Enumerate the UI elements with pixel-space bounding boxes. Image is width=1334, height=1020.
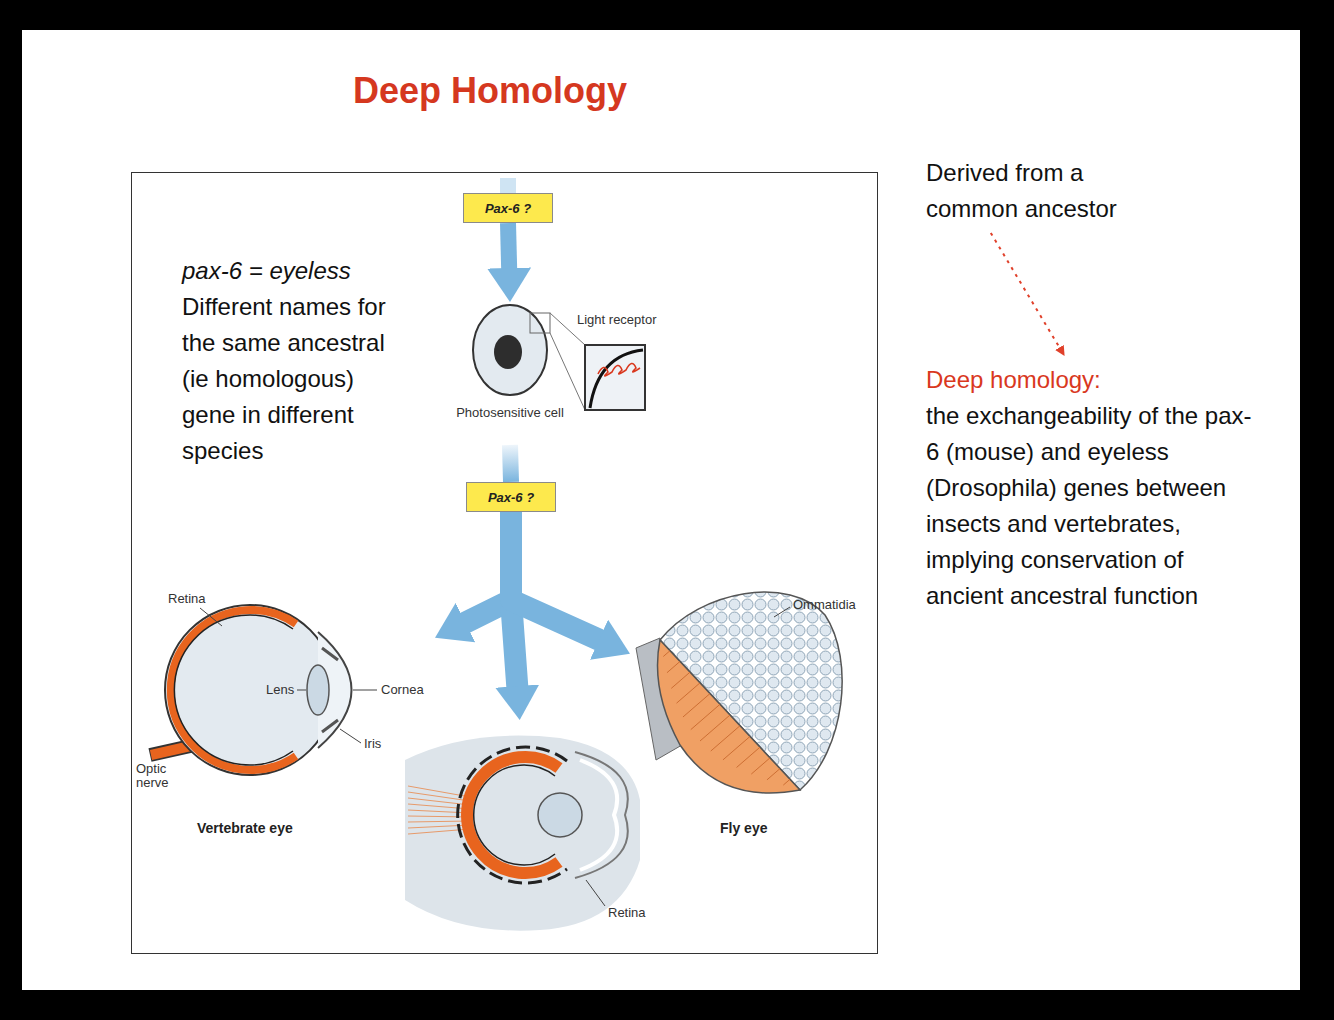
illustration-part bbox=[586, 880, 605, 906]
illustration-part bbox=[767, 769, 780, 780]
gene-box: Pax-6 ? bbox=[466, 482, 556, 512]
cell-node: Photosensitive cell bbox=[455, 302, 565, 445]
illustration-part bbox=[774, 607, 790, 617]
figure-frame: pax-6 = eyelessDifferent names for the s… bbox=[131, 172, 878, 954]
slide-title: Deep Homology bbox=[290, 70, 690, 112]
part-label: Retina bbox=[168, 592, 206, 606]
illustration-part bbox=[408, 821, 470, 822]
illustration-part bbox=[408, 804, 470, 809]
compound-eye bbox=[636, 592, 842, 793]
illustration-part bbox=[408, 816, 470, 817]
illustration-part bbox=[663, 651, 670, 657]
illustration-part bbox=[723, 736, 750, 759]
part-label: Optic nerve bbox=[136, 762, 178, 790]
illustration-part bbox=[353, 690, 377, 691]
illustration-part bbox=[700, 715, 730, 741]
illustration-part bbox=[683, 694, 710, 717]
illustration-part bbox=[751, 758, 770, 774]
illustration-part bbox=[575, 752, 628, 878]
part-label: Lens bbox=[266, 683, 294, 697]
illustration-part bbox=[658, 640, 801, 793]
illustration-part bbox=[297, 690, 306, 691]
gene-box: Pax-6 ? bbox=[463, 193, 553, 223]
text-block: Deep homology:the exchangeability of the… bbox=[926, 362, 1256, 614]
illustration-part bbox=[671, 672, 690, 688]
illustration-part bbox=[340, 729, 361, 743]
arrow-band bbox=[500, 178, 516, 193]
part-label: Cornea bbox=[381, 683, 424, 697]
development-arrow bbox=[511, 512, 603, 641]
node-text: Fly eye bbox=[720, 820, 767, 836]
camera-eye bbox=[405, 736, 640, 931]
eye-node: Vertebrate eye bbox=[133, 585, 435, 840]
illustration-part bbox=[585, 345, 645, 410]
text-block: Derived from a common ancestor bbox=[926, 155, 1166, 227]
node-text: Derived from a common ancestor bbox=[926, 155, 1166, 227]
illustration-part bbox=[590, 350, 643, 408]
node-text: Pax-6 ? bbox=[485, 201, 531, 216]
illustration-part bbox=[408, 810, 470, 813]
illustration-part bbox=[598, 363, 640, 376]
eye-node: Fly eye bbox=[630, 578, 875, 840]
node-text: Deep homology: bbox=[926, 362, 1256, 398]
vertebrate-eye bbox=[150, 605, 377, 775]
illustration-part bbox=[171, 610, 296, 770]
development-arrow bbox=[508, 223, 509, 272]
illustration-part bbox=[200, 608, 222, 626]
illustration-part bbox=[165, 605, 335, 775]
illustration-part bbox=[494, 335, 522, 369]
node-text: Different names for the same ancestral (… bbox=[182, 289, 414, 469]
illustration-part bbox=[691, 704, 720, 729]
illustration-part bbox=[711, 726, 740, 751]
illustration-part bbox=[667, 661, 680, 672]
receptor-node: Light receptor bbox=[577, 312, 682, 412]
light-receptor-detail bbox=[585, 345, 645, 410]
part-label: Ommatidia bbox=[793, 598, 856, 612]
node-text: Vertebrate eye bbox=[197, 820, 293, 836]
node-text: Pax-6 ? bbox=[488, 490, 534, 505]
illustration-part bbox=[737, 747, 760, 767]
illustration-part bbox=[408, 825, 470, 828]
illustration-part bbox=[538, 793, 582, 837]
development-arrow bbox=[510, 445, 511, 482]
illustration-part bbox=[307, 665, 329, 715]
node-text: pax-6 = eyeless bbox=[182, 253, 414, 289]
node-text: Photosensitive cell bbox=[455, 405, 565, 420]
illustration-part bbox=[550, 333, 585, 410]
eye-node: Retina bbox=[400, 720, 655, 935]
node-text: the exchangeability of the pax-6 (mouse)… bbox=[926, 398, 1256, 614]
illustration-part bbox=[783, 779, 790, 785]
illustration-part bbox=[405, 736, 640, 931]
node-text: Retina bbox=[608, 905, 646, 920]
node-text: Light receptor bbox=[577, 312, 682, 327]
illustration-part bbox=[473, 305, 547, 395]
illustration-part bbox=[530, 313, 550, 333]
photosensitive-cell bbox=[473, 305, 585, 410]
illustration-part bbox=[408, 798, 470, 805]
dashed-arrow bbox=[991, 233, 1061, 349]
illustration-part bbox=[322, 648, 338, 732]
illustration-part bbox=[580, 760, 617, 870]
illustration-part bbox=[677, 683, 700, 703]
part-label: Iris bbox=[364, 737, 381, 751]
